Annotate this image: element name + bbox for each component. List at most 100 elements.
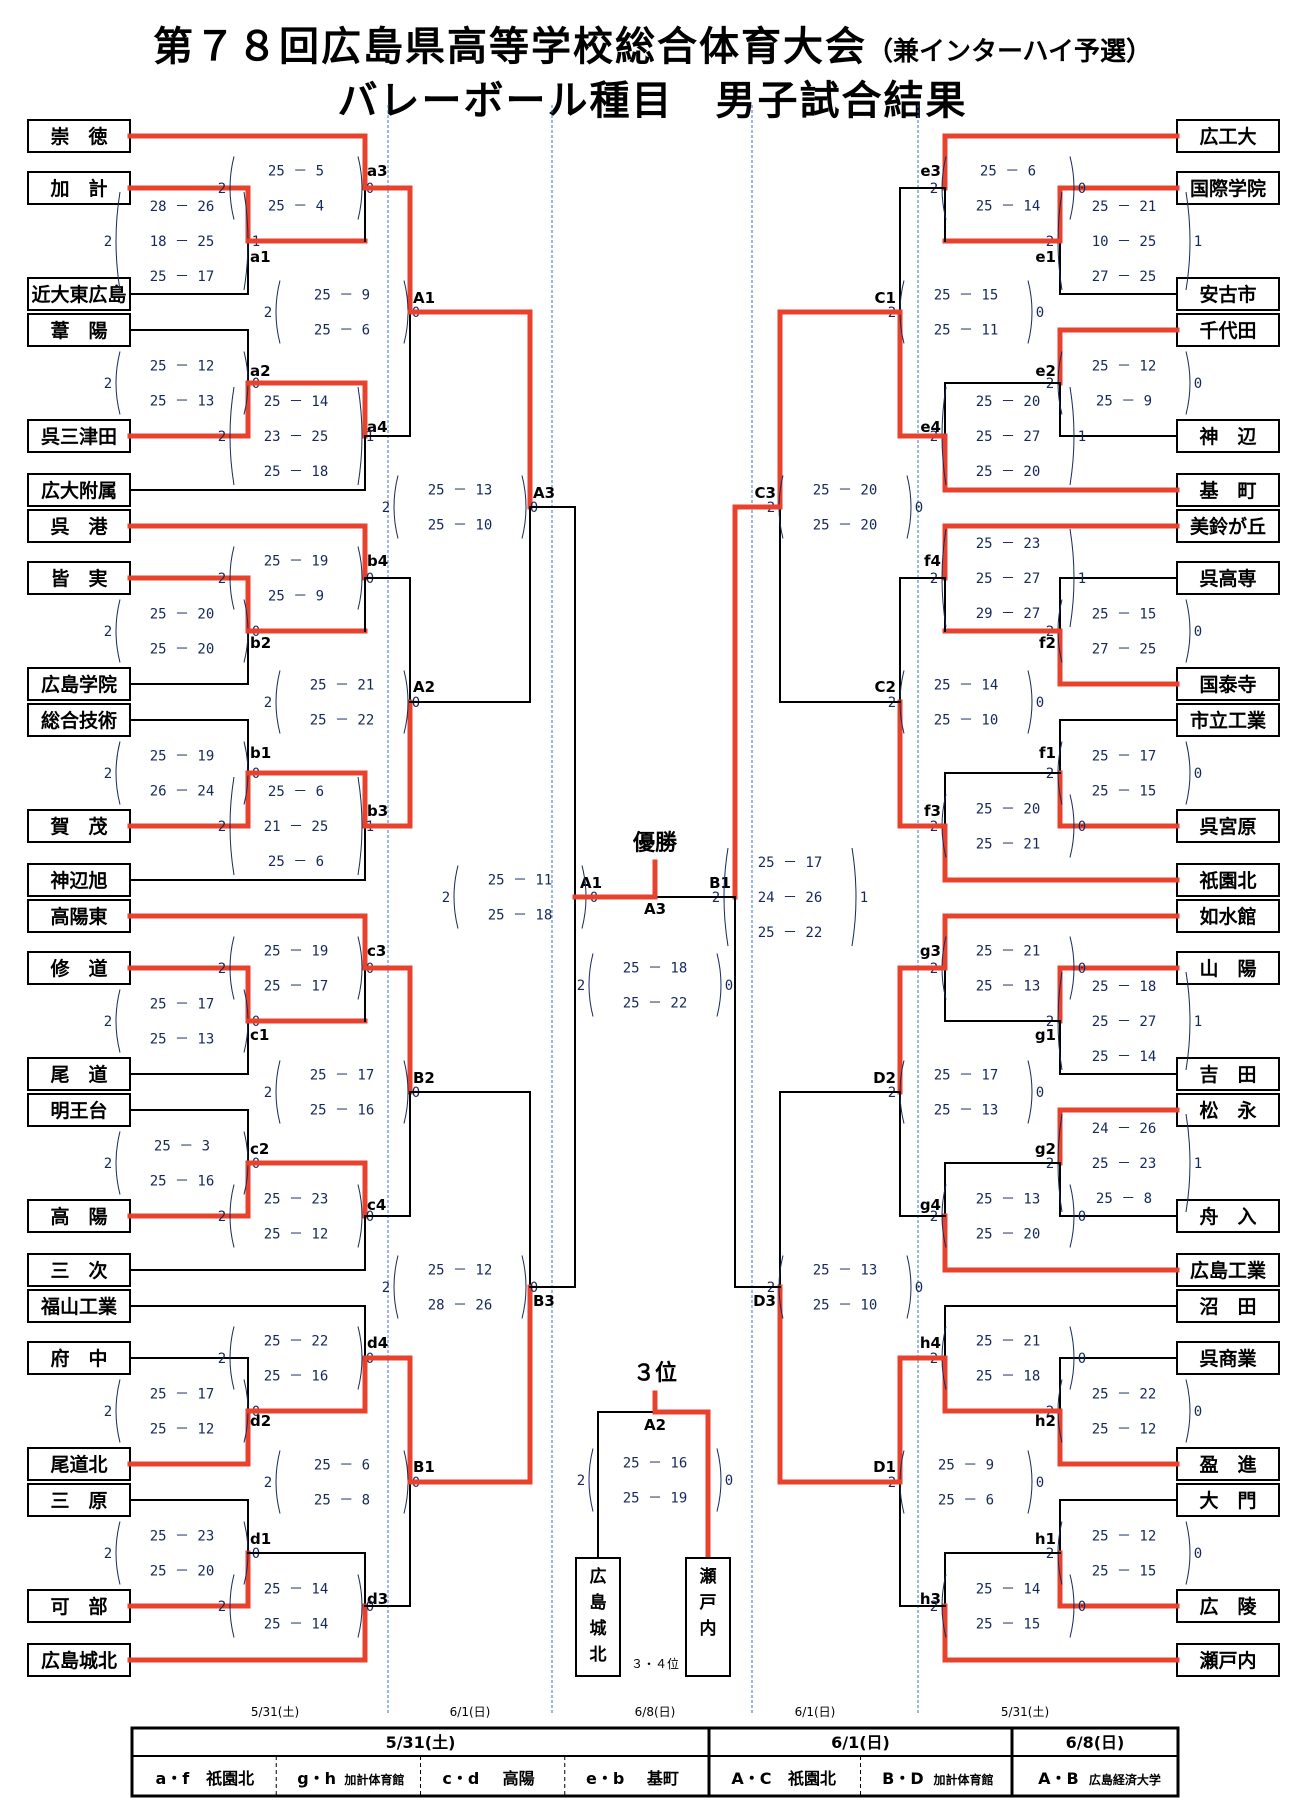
team-name-right: 広工大 (1199, 125, 1256, 148)
score-brace-right (1185, 741, 1191, 805)
team-box-right (1176, 1341, 1280, 1375)
match-label-g3: g3 (920, 942, 941, 960)
score-brace-right (1069, 936, 1075, 1000)
set-score: 25 － 14 (264, 394, 329, 410)
set-score: 25 － 20 (150, 1564, 215, 1580)
set-score: 25 － 20 (813, 483, 878, 499)
sets-won-right: 0 (1194, 1546, 1202, 1562)
set-score: 25 － 14 (264, 1617, 329, 1633)
score-brace-right (357, 936, 363, 1000)
score-brace-right (1027, 1060, 1033, 1124)
team-name-left: 明王台 (50, 1099, 107, 1122)
match-label-C1: C1 (875, 289, 896, 307)
set-score: 25 － 12 (428, 1263, 493, 1279)
team-name-right: 呉高専 (1199, 567, 1256, 590)
sets-won-left: 2 (104, 766, 112, 782)
set-score: 25 － 21 (310, 678, 375, 694)
sets-won-left: 2 (264, 1475, 272, 1491)
team-box-left (27, 313, 131, 347)
set-score: 25 － 15 (934, 288, 999, 304)
sets-won-left: 2 (577, 1473, 585, 1489)
set-score: 25 － 5 (268, 164, 324, 180)
set-score: 25 － 6 (314, 323, 370, 339)
score-brace-left (229, 1574, 235, 1638)
team-name-left: 三 次 (50, 1259, 107, 1282)
set-score: 28 － 26 (428, 1298, 493, 1314)
set-score: 25 － 8 (314, 1493, 370, 1509)
venue-name: 加計体育館 (933, 1772, 994, 1787)
match-label-D2: D2 (873, 1069, 896, 1087)
team-name-right: 如水館 (1199, 905, 1256, 928)
set-score: 25 － 13 (934, 1103, 999, 1119)
score-brace-right (1185, 1521, 1191, 1585)
sets-won-left: 2 (104, 1156, 112, 1172)
set-score: 25 － 10 (428, 518, 493, 534)
set-score: 25 － 22 (264, 1334, 329, 1350)
team-name-right: 山 陽 (1199, 958, 1256, 980)
match-label-h2: h2 (1035, 1412, 1056, 1430)
team-box-left (27, 667, 131, 701)
sets-won-left: 2 (104, 1014, 112, 1030)
match-label-A3: A3 (533, 484, 555, 502)
team-box-right (1176, 1483, 1280, 1517)
set-score: 25 － 19 (264, 554, 329, 570)
score-brace-right (1069, 528, 1075, 628)
tournament-title: 第７８回広島県高等学校総合体育大会（兼インターハイ予選） (0, 14, 1305, 72)
team-name-right: 広島工業 (1190, 1259, 1267, 1282)
set-score: 25 － 18 (264, 464, 329, 480)
set-score: 25 － 17 (150, 1387, 215, 1403)
set-score: 25 － 19 (264, 944, 329, 960)
team-name-left: 広島学院 (41, 673, 117, 696)
match-label-h1: h1 (1035, 1530, 1056, 1548)
set-score: 25 － 18 (976, 1369, 1041, 1385)
match-label-a4: a4 (367, 418, 388, 436)
score-brace-left (229, 1184, 235, 1248)
team-box-left (27, 1093, 131, 1127)
sets-won-right: 0 (1078, 1351, 1086, 1367)
match-label-b3: b3 (367, 802, 388, 820)
third-place-label: ３・４位 (631, 1656, 679, 1671)
score-brace-right (1185, 971, 1191, 1071)
team-name-right: 基 町 (1198, 479, 1256, 502)
match-label-g1: g1 (1035, 1026, 1056, 1044)
score-brace-left (588, 1448, 594, 1512)
team-box-left (27, 561, 131, 595)
score-brace-left (115, 1379, 121, 1443)
match-label-c4: c4 (367, 1196, 386, 1214)
set-score: 25 － 8 (1096, 1191, 1152, 1207)
set-score: 25 － 13 (428, 483, 493, 499)
team-box-left (27, 1199, 131, 1233)
venue-match: B・D (882, 1769, 923, 1788)
venue-table (130, 1726, 1180, 1798)
team-name-left: 高陽東 (50, 905, 107, 928)
set-score: 25 － 6 (268, 784, 324, 800)
round-date: 5/31(土) (251, 1705, 299, 1719)
third-team-right-label: 瀬戸内 (700, 1567, 717, 1639)
score-brace-left (229, 776, 235, 876)
team-box-right (1176, 419, 1280, 453)
third-team-left-label: 広島城北 (590, 1566, 607, 1665)
score-brace-left (453, 865, 459, 929)
sets-won-left: 2 (218, 961, 226, 977)
team-name-left: 崇 徳 (50, 125, 107, 148)
set-score: 25 － 17 (264, 979, 329, 995)
champion-heading: 優勝 (632, 831, 678, 856)
score-brace-left (275, 1060, 281, 1124)
set-score: 10 － 25 (1092, 234, 1157, 250)
round-date: 6/1(日) (450, 1705, 491, 1719)
sets-won-right: 0 (1194, 1404, 1202, 1420)
set-score: 25 － 13 (976, 1192, 1041, 1208)
team-name-left: 可 部 (50, 1595, 107, 1618)
sets-won-right: 0 (1078, 181, 1086, 197)
sets-won-right: 0 (1036, 1475, 1044, 1491)
score-brace-left (275, 280, 281, 344)
set-score: 25 － 12 (150, 359, 215, 375)
set-score: 25 － 15 (976, 1617, 1041, 1633)
set-score: 25 － 21 (1092, 199, 1157, 215)
match-label-c3: c3 (367, 942, 386, 960)
match-label-h4: h4 (920, 1334, 941, 1352)
set-score: 25 － 17 (758, 855, 823, 871)
team-name-right: 沼 田 (1199, 1295, 1256, 1318)
score-brace-right (1069, 1184, 1075, 1248)
match-label-f3: f3 (924, 802, 941, 820)
